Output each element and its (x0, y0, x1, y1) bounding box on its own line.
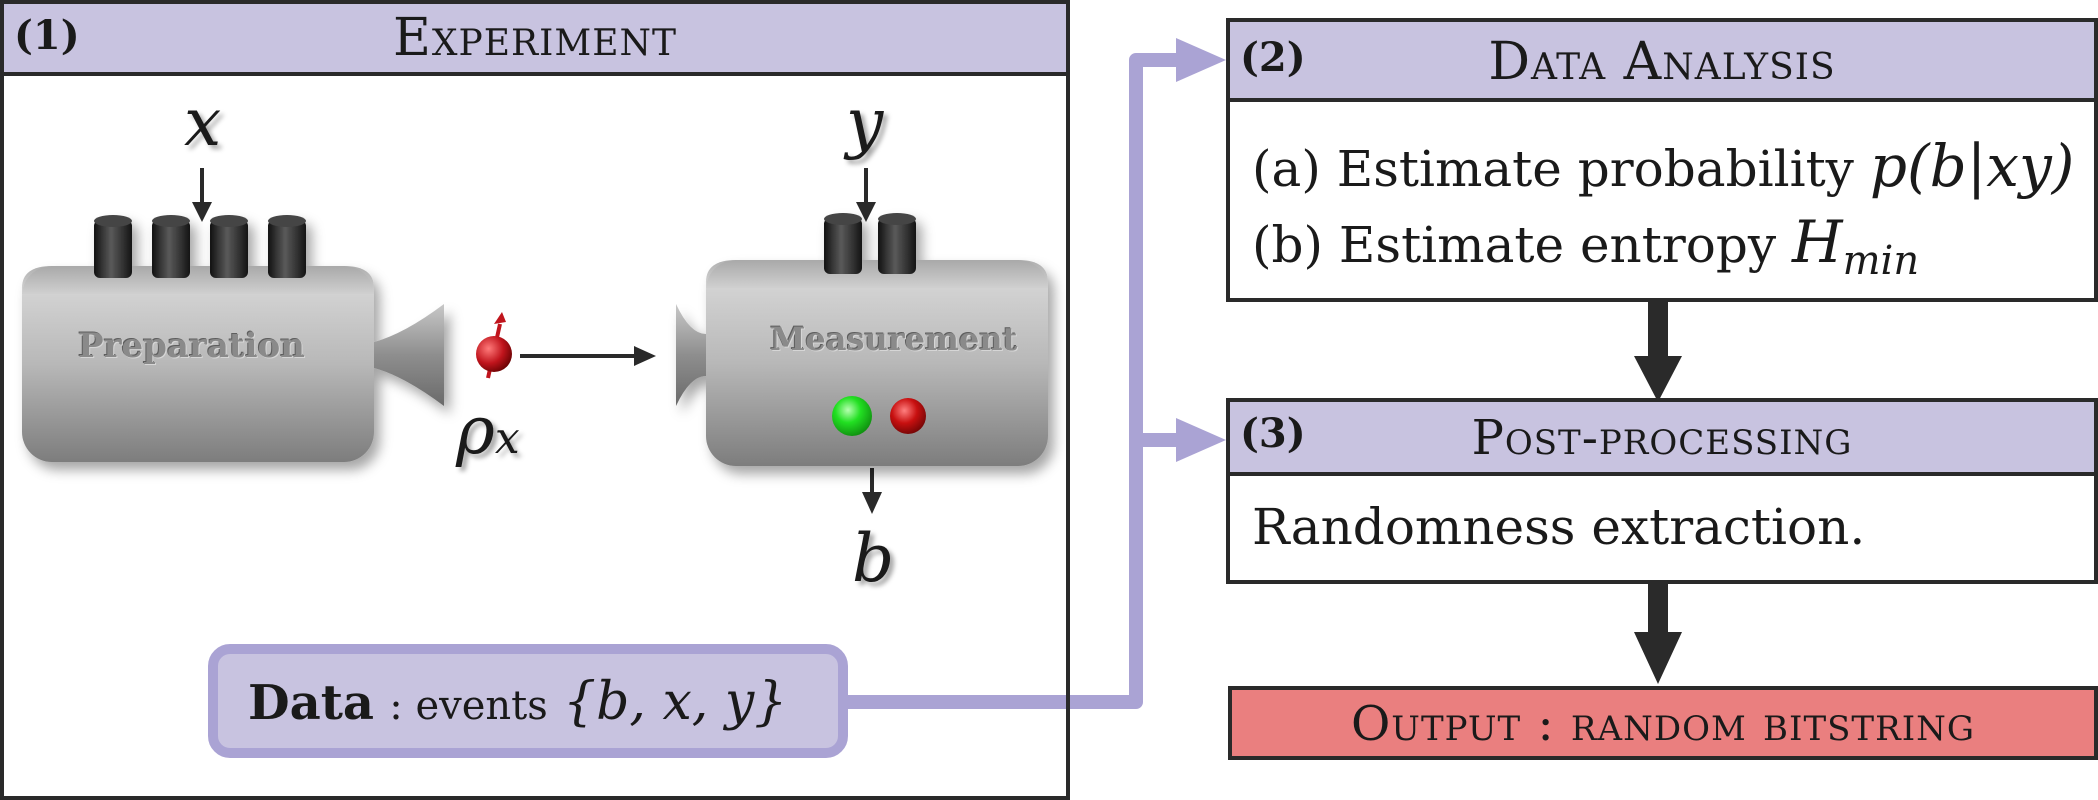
flow-arrowhead-analysis (1176, 38, 1226, 82)
measurement-device (676, 213, 1048, 466)
green-indicator-light (832, 396, 872, 436)
analysis-panel: (2) Data Analysis (a) Estimate probabili… (1226, 18, 2098, 302)
data-flow-line (846, 53, 1180, 709)
output-box: Output : random bitstring (1228, 686, 2098, 760)
state-rho-symbol: ρ (456, 392, 495, 469)
input-y-label: y (846, 84, 884, 161)
measurement-label: Measurement (770, 320, 1018, 358)
red-indicator-light (890, 398, 926, 434)
analysis-entropy-subscript: min (1842, 238, 1920, 284)
analysis-line-b-math: Hmin (1792, 208, 1919, 284)
data-box: Data : events {b, x, y} (208, 644, 848, 758)
analysis-line-a: (a) Estimate probability p(b|xy) (1252, 132, 2074, 200)
analysis-title: Data Analysis (1488, 32, 1836, 92)
output-label: Output : random bitstring (1350, 696, 1976, 752)
output-b-arrow (862, 468, 882, 514)
data-description: : events (389, 683, 548, 729)
analysis-number: (2) (1240, 34, 1306, 81)
state-transfer-arrow (520, 346, 656, 366)
input-x-arrow (192, 168, 212, 222)
arrow-post-to-output-head (1634, 632, 1682, 684)
arrow-post-to-output-shaft (1648, 584, 1668, 640)
flow-arrowhead-postprocessing (1176, 418, 1226, 462)
arrow-analysis-to-post-shaft (1648, 302, 1668, 366)
experiment-number: (1) (14, 12, 80, 59)
analysis-header: (2) Data Analysis (1230, 22, 2094, 102)
experiment-header: (1) Experiment (4, 4, 1066, 76)
state-rho-subscript: x (494, 413, 520, 464)
data-event-set: {b, x, y} (563, 672, 788, 732)
preparation-knobs (94, 215, 306, 278)
postprocessing-panel: (3) Post-processing Randomness extractio… (1226, 398, 2098, 584)
data-text-line: Data : events {b, x, y} (248, 672, 787, 732)
postprocessing-title: Post-processing (1471, 410, 1853, 466)
analysis-entropy-symbol: H (1792, 208, 1843, 276)
state-rho-label: ρx (456, 392, 520, 469)
experiment-illustration (22, 168, 1048, 514)
analysis-line-b-text: (b) Estimate entropy (1252, 216, 1777, 274)
qubit-icon (476, 312, 512, 379)
data-bold-label: Data (248, 675, 374, 731)
analysis-line-a-text: (a) Estimate probability (1252, 140, 1854, 198)
measurement-knobs (824, 213, 916, 274)
experiment-panel: (1) Experiment (0, 0, 1070, 800)
experiment-title: Experiment (392, 8, 678, 68)
postprocessing-body: Randomness extraction. (1252, 498, 1866, 556)
input-x-label: x (184, 84, 222, 161)
postprocessing-number: (3) (1240, 410, 1306, 457)
input-y-arrow (856, 168, 876, 222)
preparation-label: Preparation (78, 326, 305, 366)
output-b-label: b (852, 520, 895, 597)
preparation-device (22, 215, 444, 462)
analysis-line-a-math: p(b|xy) (1869, 132, 2075, 200)
postprocessing-header: (3) Post-processing (1230, 402, 2094, 476)
arrow-analysis-to-post-head (1634, 356, 1682, 402)
analysis-line-b: (b) Estimate entropy Hmin (1252, 208, 1919, 284)
